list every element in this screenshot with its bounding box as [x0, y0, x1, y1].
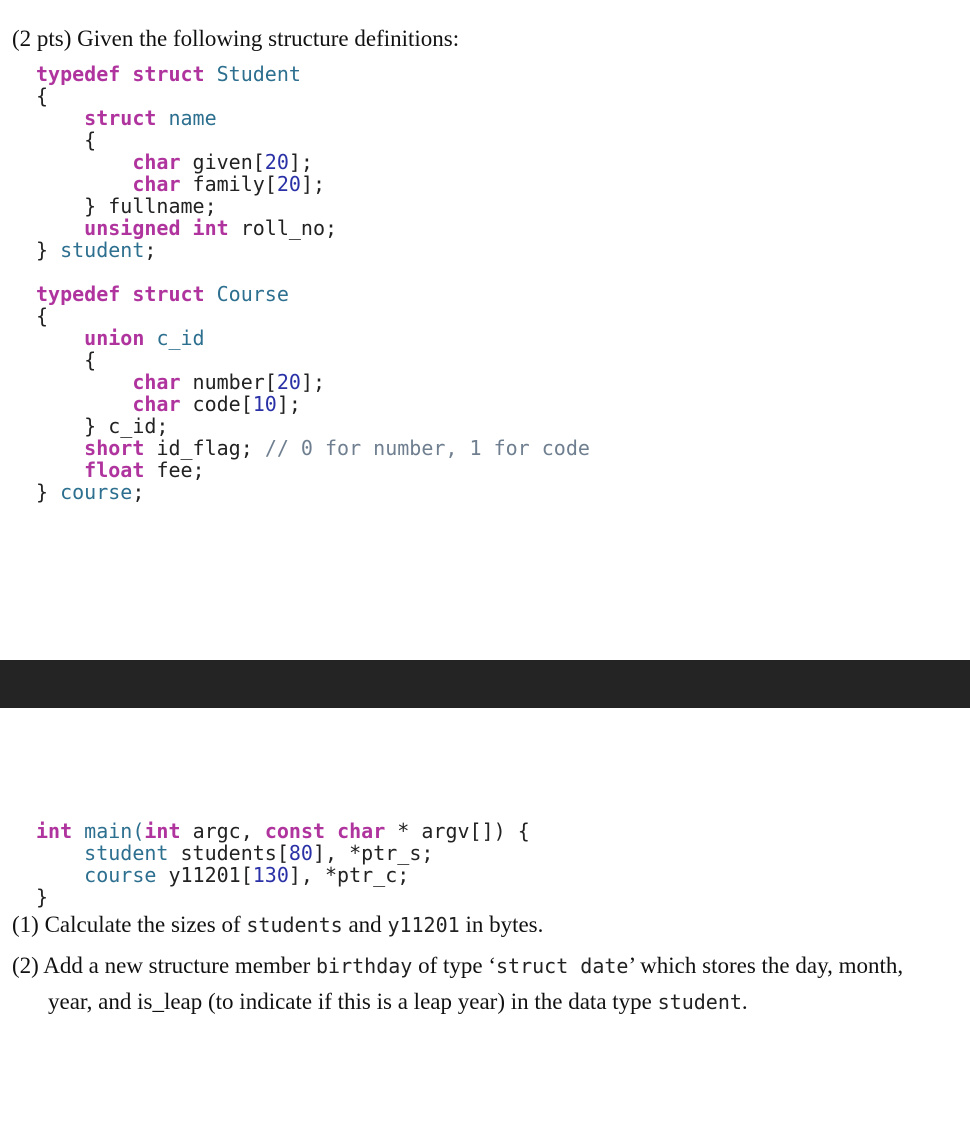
question-2-body: (2) Add a new structure member birthday … [12, 948, 952, 1020]
code-number: 20 [264, 150, 289, 174]
code-keyword: int [36, 819, 73, 843]
code-type-name: student [60, 238, 145, 262]
question-text: (2) Add a new structure member [12, 953, 317, 978]
question-text: in bytes. [459, 912, 544, 937]
code-text: ]; [276, 392, 301, 416]
inline-code: struct date [496, 954, 629, 978]
question-text: ’ which stores the day, month, year, and… [48, 953, 904, 1014]
structure-definitions-code: typedef struct Student { struct name { c… [36, 63, 590, 503]
code-type-name: course [60, 480, 133, 504]
code-text: number[ [192, 370, 277, 394]
code-number: 20 [276, 370, 301, 394]
code-keyword: typedef struct [36, 282, 205, 306]
code-type-name: student [84, 841, 169, 865]
question-text: of type ‘ [412, 953, 497, 978]
code-text: ]; [300, 370, 326, 394]
code-text: { [84, 348, 97, 372]
code-type-name: c_id [156, 326, 205, 350]
main-function-code: int main(int argc, const char * argv[]) … [36, 820, 530, 908]
code-number: 10 [252, 392, 277, 416]
code-keyword: struct [84, 106, 157, 130]
code-text: id_flag; [156, 436, 253, 460]
code-text: } c_id; [84, 414, 169, 438]
question-2: (2) Add a new structure member birthday … [12, 948, 952, 1020]
question-text: . [741, 989, 748, 1014]
question-text: and [342, 912, 388, 937]
code-function-name: main( [84, 819, 145, 843]
code-text: } [36, 238, 49, 262]
question-1: (1) Calculate the sizes of students and … [12, 912, 952, 938]
code-text: y11201[ [168, 863, 253, 887]
code-text: ]; [300, 172, 326, 196]
code-text: } [36, 480, 49, 504]
code-text: code[ [192, 392, 253, 416]
code-text: ]; [288, 150, 313, 174]
code-comment: // 0 for number, 1 for code [264, 436, 590, 460]
code-keyword: int [144, 819, 181, 843]
code-number: 20 [276, 172, 301, 196]
dark-divider-bar [0, 660, 970, 708]
code-text: students[ [180, 841, 289, 865]
code-keyword: typedef struct [36, 62, 205, 86]
code-keyword: short [84, 436, 145, 460]
code-text: * argv[]) { [397, 819, 530, 843]
inline-code: y11201 [387, 913, 460, 937]
code-text: ; [132, 480, 145, 504]
code-type-name: course [84, 863, 157, 887]
question-text: (1) Calculate the sizes of [12, 912, 247, 937]
code-text: { [84, 128, 97, 152]
code-text: ; [144, 238, 157, 262]
code-keyword: char [132, 150, 181, 174]
code-text: roll_no; [240, 216, 338, 240]
code-text: family[ [192, 172, 277, 196]
code-keyword: char [132, 392, 181, 416]
code-type-name: Student [216, 62, 301, 86]
code-text: { [36, 84, 49, 108]
question-heading: (2 pts) Given the following structure de… [12, 26, 460, 51]
code-text: } fullname; [84, 194, 217, 218]
code-type-name: Course [216, 282, 289, 306]
code-text: ], *ptr_c; [288, 863, 410, 887]
code-number: 80 [288, 841, 313, 865]
code-keyword: union [84, 326, 145, 350]
code-text: { [36, 304, 49, 328]
code-type-name: name [168, 106, 217, 130]
code-keyword: char [132, 172, 181, 196]
code-text: } [36, 885, 49, 909]
code-number: 130 [252, 863, 289, 887]
inline-code: student [657, 990, 742, 1014]
code-text: argc, [192, 819, 253, 843]
code-keyword: unsigned int [84, 216, 229, 240]
code-text: ], *ptr_s; [312, 841, 434, 865]
code-text: given[ [192, 150, 265, 174]
code-text: fee; [156, 458, 205, 482]
code-keyword: float [84, 458, 145, 482]
code-keyword: const char [264, 819, 386, 843]
inline-code: birthday [316, 954, 413, 978]
inline-code: students [246, 913, 343, 937]
code-keyword: char [132, 370, 181, 394]
